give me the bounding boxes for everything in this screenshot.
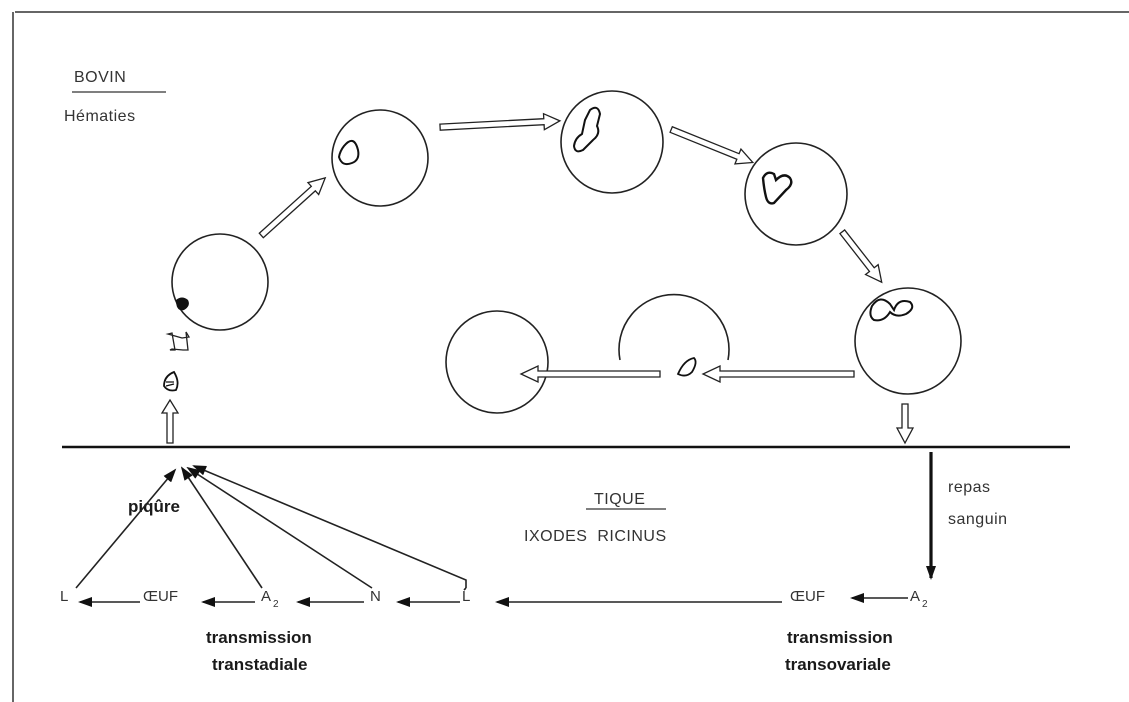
erythrocyte-1 [171,233,269,331]
host-subtitle: Hématies [64,108,136,125]
cycle-arrow-6 [701,364,855,384]
sporozoite-entry-marks [165,381,175,387]
cycle-arrow-4 [669,125,755,165]
bite-arrow-from-larva-left [75,468,177,589]
stage-larva-right: L [462,588,470,605]
bite-label: piqûre [128,497,180,516]
stage-egg-left: ŒUF [143,588,178,605]
cycle-arrow-5 [839,229,883,284]
parasite-elongated [572,106,602,153]
sporozoite-entry [163,370,179,392]
vector-species: IXODES RICINUS [524,528,667,545]
stage-adult-right-subscript: 2 [922,599,928,610]
bite-arrow-from-adult-left [180,466,263,589]
transovarial-label-line2: transovariale [785,655,891,674]
erythrocyte-3 [560,90,664,194]
blood-meal-label-line2: sanguin [948,511,1008,528]
stage-adult-left-subscript: 2 [273,599,279,610]
transstadial-label-line2: transtadiale [212,655,307,674]
parasite-trophozoite [337,139,360,166]
bite-arrow-from-larva-right [463,587,467,591]
transovarial-label-line1: transmission [787,628,893,647]
transstadial-label-line1: transmission [206,628,312,647]
cycle-arrow-2 [258,176,327,239]
stage-egg-right: ŒUF [790,588,825,605]
cycle-arrow-7 [519,364,661,384]
stage-adult-right: A [910,588,920,605]
parasite-dividing [761,171,793,205]
cycle-arrow-3 [439,112,562,131]
erythrocyte-5 [854,287,962,395]
bite-arrow-from-nymph [186,466,373,589]
erythrocyte-4 [744,142,848,246]
vector-title: TIQUE [594,491,645,508]
parasite-sporozoite [176,297,189,311]
parasite-released-merozoite [676,357,697,377]
parasite-pair [869,298,914,322]
erythrocyte-2 [331,109,429,207]
injection-arrow [160,398,180,444]
blood-meal-hollow-arrow [895,403,915,445]
stage-nymph: N [370,588,381,605]
bite-arrow-from-larva-right-path [192,465,467,588]
blood-meal-label-line1: repas [948,479,991,496]
stage-larva-left: L [60,588,68,605]
cycle-arrow-1 [165,331,191,351]
erythrocyte-7 [445,310,549,414]
host-title: BOVIN [74,69,126,86]
erythrocyte-6-ruptured [618,293,730,361]
stage-adult-left: A [261,588,271,605]
